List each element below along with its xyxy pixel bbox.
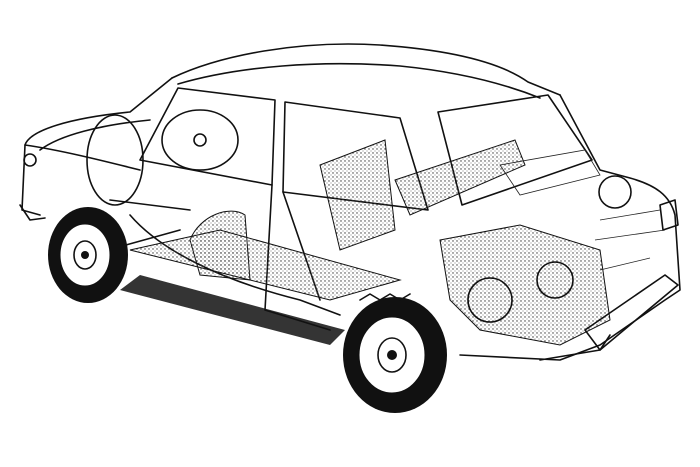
steering-hub bbox=[193, 133, 207, 147]
floor-pan bbox=[129, 229, 402, 301]
engine-lid bbox=[594, 209, 666, 271]
steering-wheel bbox=[161, 109, 239, 171]
front-hood bbox=[24, 119, 151, 171]
body-outline bbox=[21, 77, 681, 361]
roof-inner bbox=[177, 62, 541, 99]
engine-block bbox=[439, 224, 611, 346]
rear-suspension-spring bbox=[359, 293, 411, 301]
ground-shadow bbox=[120, 275, 345, 345]
engine-part bbox=[536, 261, 574, 299]
windshield-frame bbox=[139, 87, 276, 186]
oil-tank bbox=[598, 175, 632, 209]
spare-wheel bbox=[86, 114, 144, 206]
front-wheel bbox=[48, 207, 128, 303]
side-window-frame bbox=[282, 101, 429, 211]
front-seat-back bbox=[319, 139, 396, 251]
tail-light bbox=[659, 199, 679, 231]
headlight bbox=[23, 153, 37, 167]
rear-wheel bbox=[343, 297, 447, 413]
front-bumper bbox=[19, 204, 46, 221]
luggage-shelf bbox=[499, 149, 601, 196]
engine-pulley bbox=[467, 277, 513, 323]
rear-seat bbox=[394, 139, 526, 216]
roof bbox=[171, 43, 561, 96]
rear-bumper bbox=[584, 274, 679, 351]
